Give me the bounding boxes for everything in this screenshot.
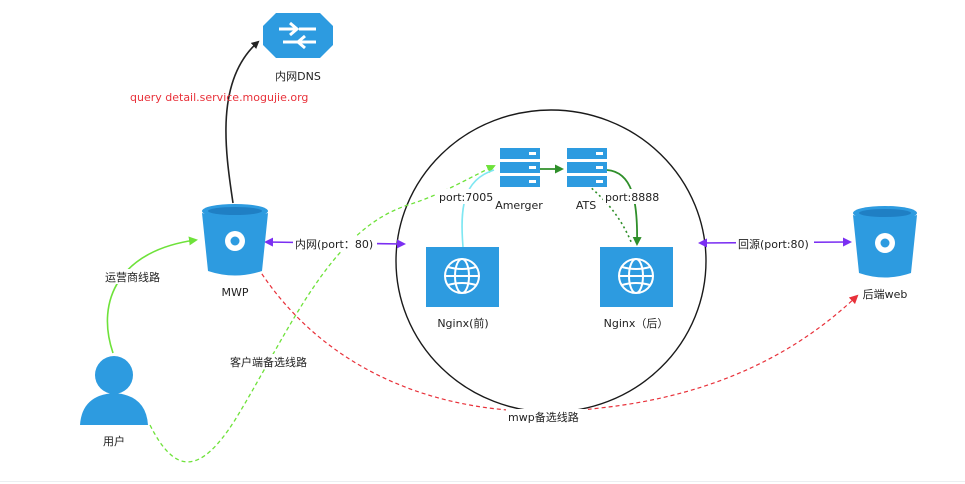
- amerger-label: Amerger: [495, 199, 543, 212]
- backend-label: 后端web: [863, 288, 908, 301]
- nginx-front-node: Nginx(前): [426, 247, 499, 330]
- mwp-backup-label: mwp备选线路: [508, 410, 579, 424]
- bucket-icon: [853, 206, 917, 278]
- edge-ats-to-nginx-back: [606, 169, 642, 246]
- port-8888-label: port:8888: [605, 191, 659, 204]
- server-stack-icon: [567, 148, 607, 187]
- amerger-node: Amerger: [495, 148, 543, 212]
- user-label: 用户: [103, 434, 125, 448]
- globe-icon: [444, 258, 480, 294]
- ats-label: ATS: [576, 199, 596, 212]
- bottom-divider: [0, 481, 965, 482]
- backend-node: 后端web: [853, 206, 917, 301]
- edge-nginx-front-to-amerger: [461, 169, 495, 248]
- nginx-front-label: Nginx(前): [437, 316, 488, 330]
- edge-ats-to-nginx-back-dotted: [587, 184, 633, 245]
- user-icon: [80, 356, 148, 425]
- switch-arrows-icon: [263, 13, 333, 58]
- nginx-back-node: Nginx（后）: [600, 247, 673, 330]
- intranet-port-label: 内网(port：80): [295, 237, 373, 251]
- user-node: 用户: [80, 356, 148, 448]
- edge-mwp-backup: [257, 267, 859, 413]
- origin-port-label: 回源(port:80): [738, 237, 809, 251]
- edge-user-to-mwp: [106, 236, 198, 354]
- ats-node: ATS: [567, 148, 607, 212]
- edge-mwp-to-dns: [225, 40, 260, 204]
- nginx-back-label: Nginx（后）: [604, 317, 669, 330]
- query-label: query detail.service.mogujie.org: [130, 91, 308, 104]
- port-7005-label: port:7005: [439, 191, 493, 204]
- carrier-route-label: 运营商线路: [105, 270, 160, 284]
- mwp-label: MWP: [221, 286, 248, 299]
- bucket-icon: [202, 204, 268, 276]
- globe-icon: [618, 258, 654, 294]
- client-backup-label: 客户端备选线路: [230, 355, 307, 369]
- edge-client-backup: [149, 164, 496, 463]
- dns-node: 内网DNS: [263, 13, 333, 83]
- mwp-node: MWP: [202, 204, 268, 299]
- dns-label: 内网DNS: [275, 69, 321, 83]
- server-stack-icon: [500, 148, 540, 187]
